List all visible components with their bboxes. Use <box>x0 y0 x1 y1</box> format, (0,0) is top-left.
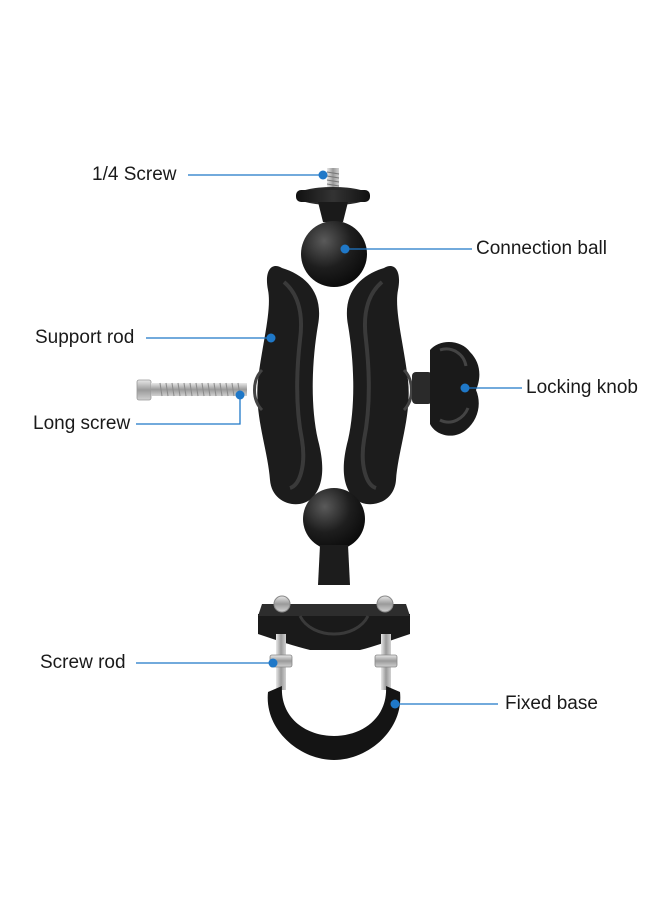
support-rod-left <box>253 266 323 505</box>
lower-ball-assembly <box>303 488 365 585</box>
label-long-screw: Long screw <box>33 413 131 434</box>
long-screw <box>136 379 247 401</box>
label-screw-rod: Screw rod <box>40 652 126 673</box>
support-rod-right <box>343 266 413 505</box>
callout-dots <box>235 170 470 709</box>
callout-dot-connection-ball <box>340 244 350 254</box>
label-connection-ball: Connection ball <box>476 238 607 259</box>
label-quarter-screw: 1/4 Screw <box>92 164 177 185</box>
callout-dot-fixed-base <box>390 699 400 709</box>
label-support-rod: Support rod <box>35 327 135 348</box>
callout-dot-locking-knob <box>460 383 470 393</box>
label-locking-knob: Locking knob <box>526 377 638 398</box>
quarter-screw-part <box>296 168 370 222</box>
fixed-base <box>267 686 401 760</box>
locking-knob <box>412 341 480 436</box>
clamp-bar <box>258 595 410 650</box>
label-fixed-base: Fixed base <box>505 693 598 714</box>
callout-lines <box>136 174 522 705</box>
callout-dot-quarter-screw <box>318 170 328 180</box>
callout-dot-support-rod <box>266 333 276 343</box>
callout-dot-long-screw <box>235 390 245 400</box>
callout-dot-screw-rod <box>268 658 278 668</box>
callout-line-long-screw <box>136 396 241 425</box>
connection-ball-upper <box>301 221 367 287</box>
